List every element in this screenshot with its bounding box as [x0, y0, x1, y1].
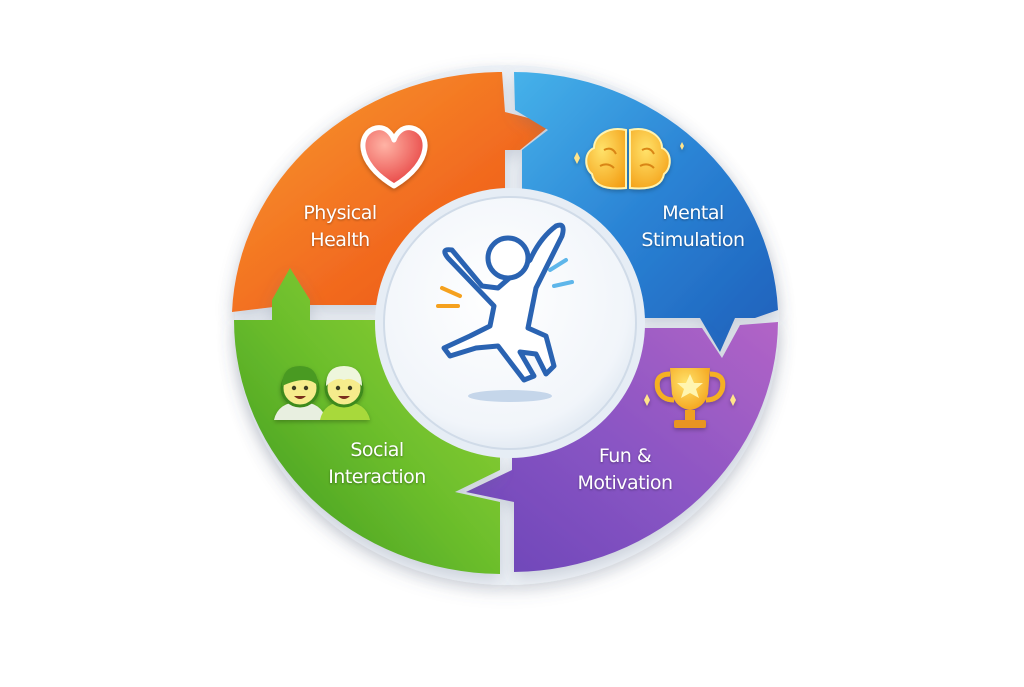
label-line-1: Mental	[662, 202, 724, 224]
label-line-1: Social	[350, 439, 404, 461]
segment-social-interaction[interactable]	[234, 268, 500, 574]
heart-icon	[360, 125, 428, 189]
jumping-person-icon	[436, 222, 574, 402]
label-line-2: Stimulation	[641, 229, 745, 251]
brain-icon	[574, 128, 684, 190]
segment-physical-health[interactable]	[232, 72, 552, 312]
label-line-2: Interaction	[328, 466, 426, 488]
label-fun-motivation: Fun & Motivation	[560, 443, 690, 497]
label-physical-health: Physical Health	[280, 200, 400, 254]
two-people-icon	[274, 366, 370, 420]
label-line-2: Health	[310, 229, 370, 251]
segment-mental-stimulation[interactable]	[514, 72, 778, 352]
label-line-1: Fun &	[598, 445, 652, 467]
label-line-1: Physical	[303, 202, 377, 224]
label-social-interaction: Social Interaction	[312, 437, 442, 491]
label-mental-stimulation: Mental Stimulation	[618, 200, 768, 254]
label-line-2: Motivation	[577, 472, 673, 494]
trophy-icon	[644, 368, 736, 428]
